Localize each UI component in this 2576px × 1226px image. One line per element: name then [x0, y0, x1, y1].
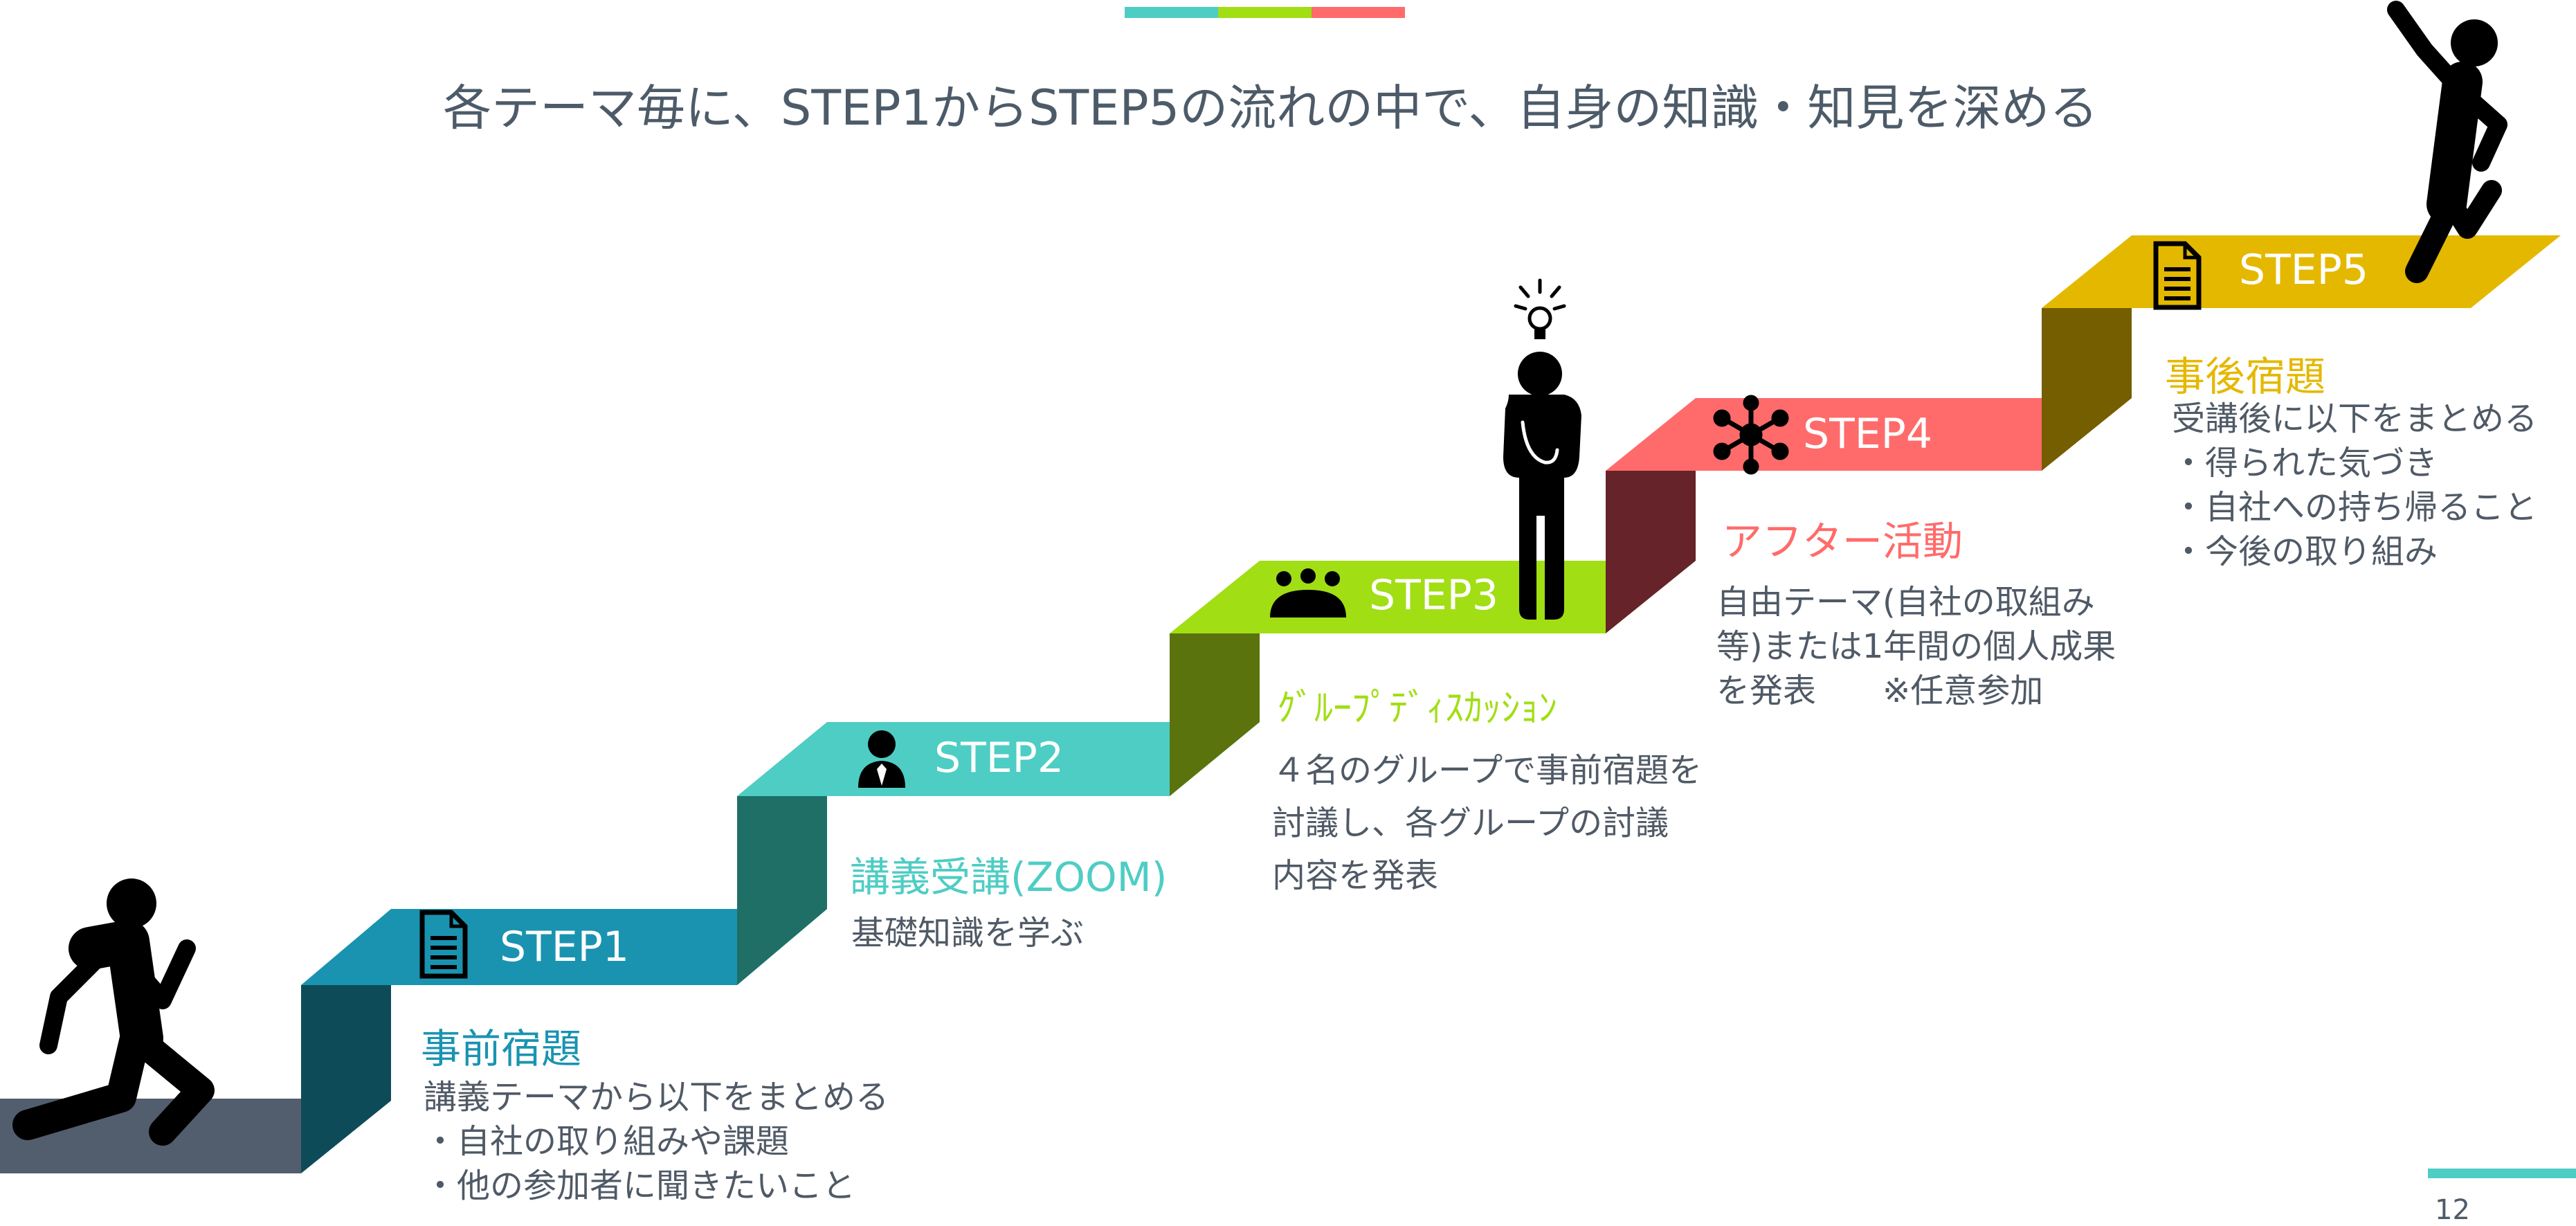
slide-title: 各テーマ毎に、STEP1からSTEP5の流れの中で、自身の知識・知見を深める — [443, 80, 2098, 136]
step5-line: ・得られた気づき — [2172, 444, 2438, 483]
step1-line: ・自社の取り組みや課題 — [424, 1122, 790, 1161]
step5-body: 受講後に以下をまとめる ・得られた気づき ・自社への持ち帰ること ・今後の取り組… — [2172, 397, 2537, 574]
step2-line: 基礎知識を学ぶ — [851, 914, 1085, 953]
step4-line: 自由テーマ(自社の取組み — [1716, 583, 2095, 622]
businessman-icon — [858, 730, 905, 788]
step2-body: 基礎知識を学ぶ — [851, 911, 1084, 955]
step5-line: ・今後の取り組み — [2172, 532, 2438, 571]
step1-line: ・他の参加者に聞きたいこと — [424, 1166, 856, 1205]
running-person-icon — [12, 878, 215, 1146]
document-icon — [2153, 241, 2202, 310]
step4-line: を発表 ※任意参加 — [1716, 671, 2044, 710]
thinking-person-icon — [1503, 278, 1581, 620]
step3-line: 討議し、各グループの討議 — [1272, 804, 1669, 842]
step5-label: STEP5 — [2239, 246, 2369, 294]
step4-tread — [1606, 398, 2132, 471]
top-accent-bar — [1125, 7, 1405, 18]
page-number: 12 — [2435, 1194, 2470, 1226]
step5-line: 受講後に以下をまとめる — [2172, 399, 2538, 438]
step3-label: STEP3 — [1369, 571, 1499, 620]
document-icon — [419, 910, 468, 979]
step1-heading: 事前宿題 — [421, 1025, 582, 1072]
step2-label: STEP2 — [934, 734, 1064, 782]
group-icon — [1270, 568, 1346, 617]
step3-heading: ｸﾞﾙｰﾌﾟﾃﾞｨｽｶｯｼｮﾝ — [1277, 686, 1557, 730]
step1-body: 講義テーマから以下をまとめる ・自社の取り組みや課題 ・他の参加者に聞きたいこと — [424, 1075, 889, 1208]
step3-riser — [1170, 633, 1260, 796]
step3-line: ４名のグループで事前宿題を — [1272, 751, 1703, 790]
step4-label: STEP4 — [1803, 410, 1933, 458]
step5-heading: 事後宿題 — [2165, 353, 2326, 400]
network-icon — [1713, 395, 1789, 475]
step1-label: STEP1 — [500, 923, 630, 971]
step1-riser — [301, 985, 391, 1173]
step5-line: ・自社への持ち帰ること — [2172, 488, 2538, 527]
step1-line: 講義テーマから以下をまとめる — [424, 1078, 889, 1117]
step5-riser — [2042, 308, 2132, 471]
step3-body: ４名のグループで事前宿題を 討議し、各グループの討議 内容を発表 — [1272, 744, 1702, 902]
step4-line: 等)または1年間の個人成果 — [1716, 627, 2116, 666]
footer-accent-line — [2428, 1169, 2576, 1178]
step4-riser — [1606, 471, 1696, 633]
step2-heading: 講義受講(ZOOM) — [850, 854, 1168, 901]
step2-riser — [737, 796, 827, 985]
step4-body: 自由テーマ(自社の取組み 等)または1年間の個人成果 を発表 ※任意参加 — [1716, 580, 2116, 713]
cheering-person-icon — [2387, 1, 2507, 283]
step3-line: 内容を発表 — [1272, 856, 1439, 895]
step4-heading: アフター活動 — [1722, 518, 1963, 565]
